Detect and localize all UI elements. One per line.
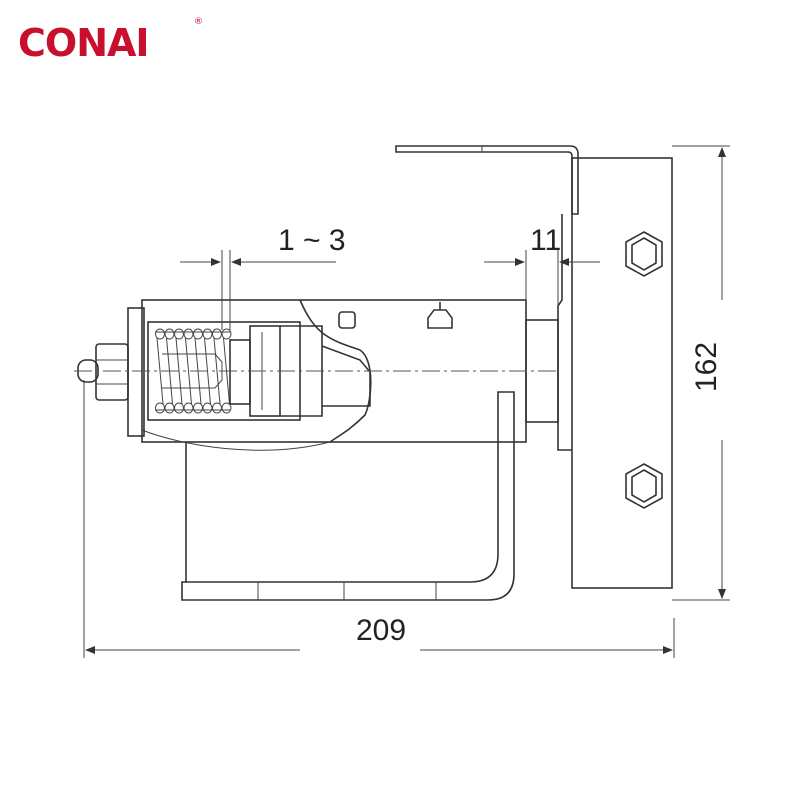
spring-coil	[183, 328, 194, 340]
dimension-height: 162	[672, 145, 730, 601]
spring-coil	[212, 328, 222, 340]
mounting-plate	[571, 157, 673, 589]
hex-bolt-bottom	[631, 469, 657, 503]
top-bracket	[395, 145, 579, 451]
spring-assembly	[127, 307, 371, 437]
spring-coil	[193, 328, 203, 340]
spring-coil	[174, 328, 184, 340]
spring-coil	[155, 328, 165, 340]
spring-coil	[221, 402, 232, 414]
dimension-adjust-gap: 1 ~ 3	[180, 224, 346, 330]
dim-label-height: 162	[690, 342, 723, 392]
spring-coil-link	[156, 337, 164, 405]
hex-bolt-top	[631, 237, 657, 271]
spring-coil	[164, 402, 175, 414]
logo-registered-mark: ®	[194, 17, 203, 27]
dim-label-width: 209	[356, 614, 406, 647]
spring-coil	[212, 402, 222, 414]
grease-nipple-small	[338, 311, 356, 329]
spring-coil-link	[185, 337, 192, 405]
spring-coil	[183, 402, 194, 414]
spring-coil	[164, 328, 175, 340]
dim-label-adjust-gap: 1 ~ 3	[278, 224, 346, 257]
dimension-plate-gap: 11	[484, 224, 600, 306]
brand-logo: CONAI ®	[18, 17, 203, 65]
spring-coil	[202, 402, 213, 414]
spring-coil-link	[213, 337, 221, 405]
spring-coil	[174, 402, 184, 414]
grease-nipple	[427, 309, 453, 329]
logo-text: CONAI	[18, 21, 149, 65]
spring-coil	[221, 328, 232, 340]
spring-coil	[202, 328, 213, 340]
dim-label-plate-gap: 11	[530, 224, 561, 257]
dimension-width: 209	[83, 380, 675, 658]
base-bracket	[181, 391, 515, 601]
adjusting-nut	[77, 343, 129, 401]
spring-coil	[193, 402, 203, 414]
spring-coil	[155, 402, 165, 414]
